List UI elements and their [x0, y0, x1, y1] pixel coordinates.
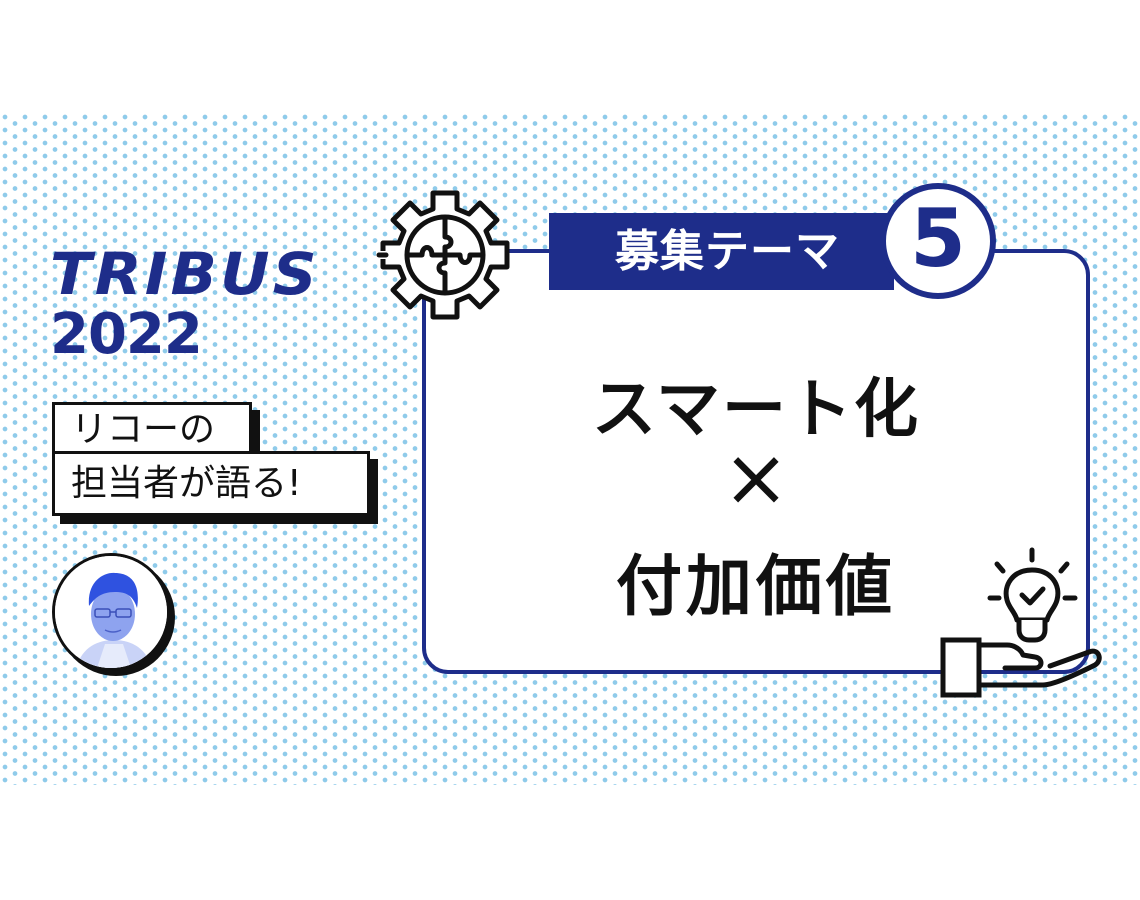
theme-label-text: 募集テーマ — [615, 226, 840, 277]
brand-year: 2022 — [50, 302, 203, 367]
speaker-label-line2: 担当者が語る! — [52, 451, 370, 516]
theme-label-bar: 募集テーマ — [549, 213, 894, 290]
theme-number-badge: 5 — [880, 183, 996, 299]
person-photo-icon — [55, 556, 167, 668]
card-title-line1: スマート化 — [591, 373, 921, 447]
card-title-line3: 付加価値 — [616, 548, 896, 625]
brand-logo: TRIBUS 2022 — [50, 245, 317, 367]
theme-number: 5 — [910, 192, 966, 285]
speaker-label-line1: リコーの — [52, 402, 252, 456]
gear-puzzle-icon — [376, 190, 510, 320]
hand-lightbulb-icon — [940, 547, 1102, 698]
avatar — [52, 553, 170, 671]
brand-name: TRIBUS — [50, 240, 320, 308]
speaker-label-line1-text: リコーの — [71, 409, 216, 450]
speaker-label-line2-text: 担当者が語る! — [71, 463, 302, 504]
card-title-times: × — [722, 431, 790, 524]
